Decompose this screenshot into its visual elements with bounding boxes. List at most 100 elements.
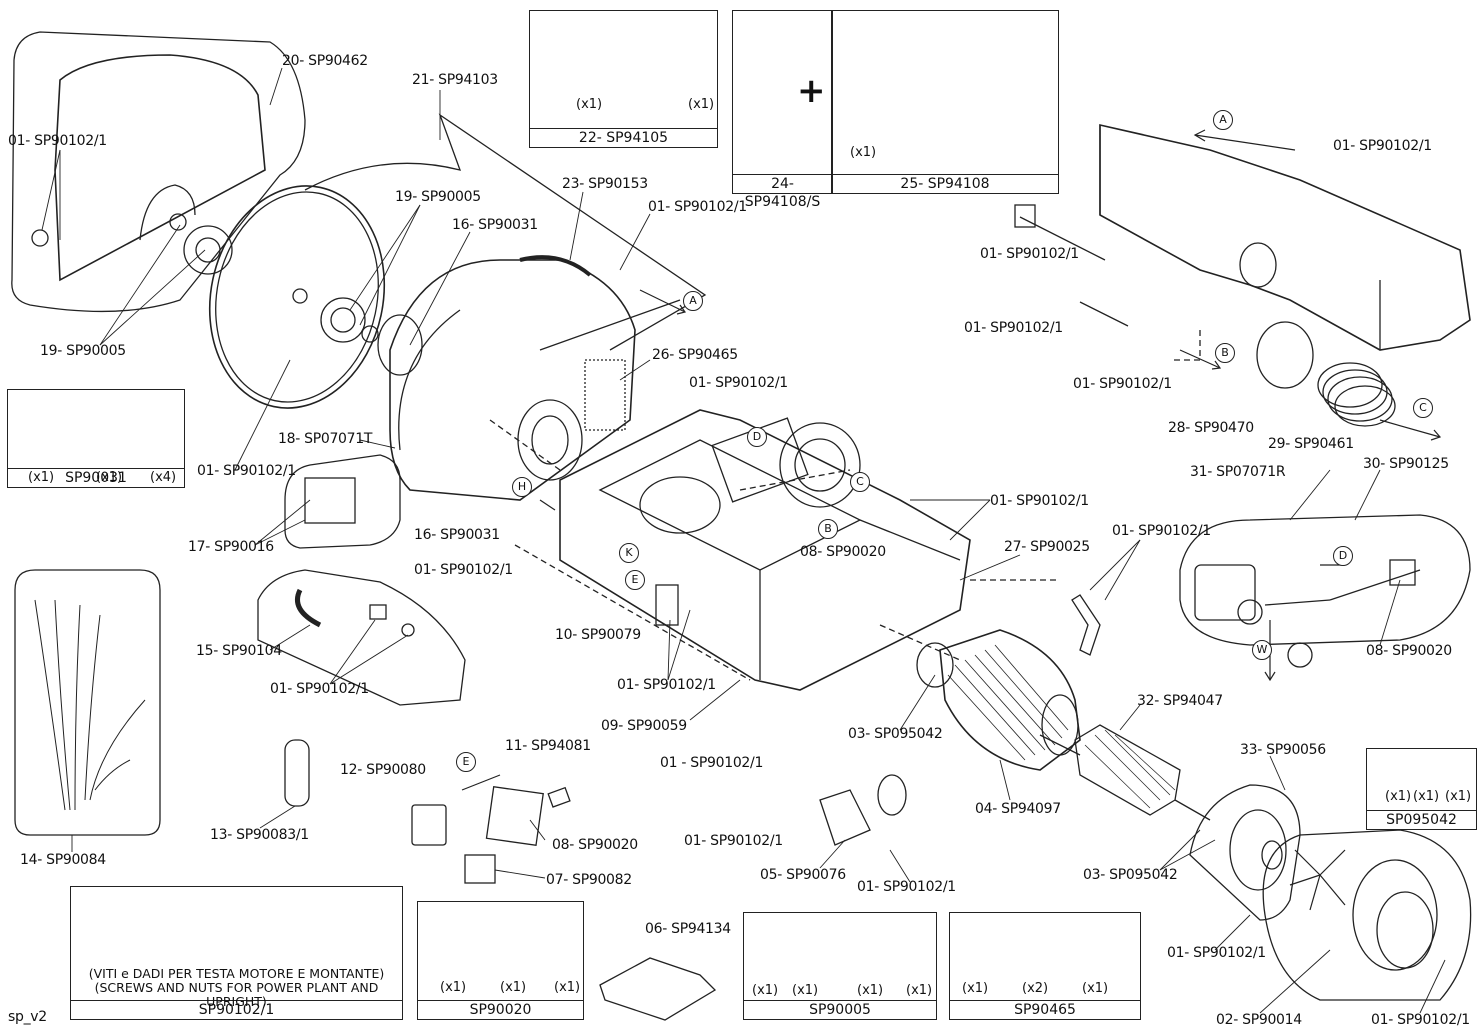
part-label: 28- SP90470 <box>1168 420 1254 436</box>
screws-note-en: (SCREWS AND NUTS FOR POWER PLANT AND UPR… <box>94 980 379 1009</box>
connection-marker: B <box>818 519 838 539</box>
part-label: 11- SP94081 <box>505 738 591 754</box>
saw-blade <box>208 185 386 409</box>
part-label: 17- SP90016 <box>188 539 274 555</box>
kit-quantity: (x1) <box>850 145 877 160</box>
kit-quantity: (x1) <box>440 980 467 995</box>
part-label: 31- SP07071R <box>1190 464 1286 480</box>
part-label: 08- SP90020 <box>552 837 638 853</box>
connection-marker: D <box>747 427 767 447</box>
part-label: 29- SP90461 <box>1268 436 1354 452</box>
part-label: sp_v2 <box>8 1009 47 1025</box>
part-label: 08- SP90020 <box>800 544 886 560</box>
connection-marker: C <box>1413 398 1433 418</box>
kit-caption: SP90102/1 <box>71 1000 402 1019</box>
part-label: 14- SP90084 <box>20 852 106 868</box>
kit-quantity: (x1) <box>1413 789 1440 804</box>
upright-arm <box>1099 123 1471 351</box>
part-label: 12- SP90080 <box>340 762 426 778</box>
kit-box: SP90020(x1)(x1)(x1) <box>417 901 584 1020</box>
connection-marker: A <box>1213 110 1233 130</box>
kit-box: SP095042(x1)(x1)(x1) <box>1366 748 1477 830</box>
cover-group-outline <box>11 31 306 313</box>
part-label: 03- SP095042 <box>848 726 943 742</box>
part-label: 01- SP90102/1 <box>270 681 369 697</box>
part-label: 18- SP07071T <box>278 431 373 447</box>
kit-quantity: (x1) <box>1082 981 1109 996</box>
part-label: 07- SP90082 <box>546 872 632 888</box>
part-label: 19- SP90005 <box>395 189 481 205</box>
screws-note: (VITI e DADI PER TESTA MOTORE E MONTANTE… <box>71 967 402 1009</box>
part-label: 01- SP90102/1 <box>1333 138 1432 154</box>
kit-quantity: (x1) <box>962 981 989 996</box>
part-label: 01 - SP90102/1 <box>660 755 764 771</box>
connection-marker: H <box>512 477 532 497</box>
kit-caption: SP90465 <box>950 1000 1140 1019</box>
plus-icon: + <box>797 71 826 111</box>
kit-box: 24- SP94108/S + <box>732 10 833 210</box>
part-label: 30- SP90125 <box>1363 456 1449 472</box>
part-label: 01- SP90102/1 <box>964 320 1063 336</box>
kit-caption: SP095042 <box>1367 810 1476 829</box>
part-label: 01- SP90102/1 <box>990 493 1089 509</box>
connection-marker: A <box>683 291 703 311</box>
kit-quantity: (x1) <box>752 983 779 998</box>
kit-caption: SP90020 <box>418 1000 583 1019</box>
part-label: 04- SP94097 <box>975 801 1061 817</box>
part-label: 05- SP90076 <box>760 867 846 883</box>
kit-caption: 24- SP94108/S <box>733 174 832 210</box>
part-label: 26- SP90465 <box>652 347 738 363</box>
part-label: 09- SP90059 <box>601 718 687 734</box>
part-label: 20- SP90462 <box>282 53 368 69</box>
kit-caption: 25- SP94108 <box>832 174 1058 193</box>
kit-quantity: (x1) <box>1385 789 1412 804</box>
part-label: 01- SP90102/1 <box>648 199 747 215</box>
kit-quantity: (x1) <box>96 470 123 485</box>
part-label: 02- SP90014 <box>1216 1012 1302 1028</box>
part-label: 08- SP90020 <box>1366 643 1452 659</box>
part-label: 23- SP90153 <box>562 176 648 192</box>
kit-box: SP90465 (x1) (x2) (x1) <box>949 912 1141 1020</box>
kit-box: SP90005(x1)(x1)(x1)(x1) <box>743 912 937 1020</box>
kit-quantity: (x1) <box>1445 789 1472 804</box>
part-label: 15- SP90104 <box>196 643 282 659</box>
kit-quantity: (x1) <box>28 470 55 485</box>
part-label: 01- SP90102/1 <box>980 246 1079 262</box>
part-label: 01- SP90102/1 <box>8 133 107 149</box>
part-label: 33- SP90056 <box>1240 742 1326 758</box>
part-label: 01- SP90102/1 <box>414 562 513 578</box>
connection-marker: K <box>619 543 639 563</box>
screws-note-it: (VITI e DADI PER TESTA MOTORE E MONTANTE… <box>88 966 385 981</box>
part-label: 16- SP90031 <box>414 527 500 543</box>
part-label: 01- SP90102/1 <box>857 879 956 895</box>
kit-quantity: (x1) <box>500 980 527 995</box>
part-label: 01- SP90102/1 <box>1073 376 1172 392</box>
part-label: 13- SP90083/1 <box>210 827 309 843</box>
kit-caption: SP90005 <box>744 1000 936 1019</box>
connection-marker: D <box>1333 546 1353 566</box>
kit-quantity: (x4) <box>150 470 177 485</box>
blade-guard <box>389 259 636 501</box>
part-label: 10- SP90079 <box>555 627 641 643</box>
kit-caption: 22- SP94105 <box>530 128 717 147</box>
part-label: 01- SP90102/1 <box>197 463 296 479</box>
kit-box: 22- SP94105(x1)(x1) <box>529 10 718 148</box>
kit-quantity: (x1) <box>906 983 933 998</box>
kit-box: 25- SP94108 (x1) <box>831 10 1059 194</box>
connection-marker: C <box>850 472 870 492</box>
motor-body <box>939 629 1081 771</box>
part-label: 16- SP90031 <box>452 217 538 233</box>
kit-caption: SP90031 <box>8 468 184 487</box>
connection-marker: W <box>1252 640 1272 660</box>
kit-quantity: (x1) <box>857 983 884 998</box>
connection-marker: B <box>1215 343 1235 363</box>
part-label: 27- SP90025 <box>1004 539 1090 555</box>
part-label: 21- SP94103 <box>412 72 498 88</box>
kit-quantity: (x2) <box>1022 981 1049 996</box>
part-label: 19- SP90005 <box>40 343 126 359</box>
part-label: 01- SP90102/1 <box>1112 523 1211 539</box>
kit-quantity: (x1) <box>576 97 603 112</box>
part-label: 32- SP94047 <box>1137 693 1223 709</box>
cover-plate <box>54 54 266 282</box>
part-label: 01- SP90102/1 <box>1167 945 1266 961</box>
